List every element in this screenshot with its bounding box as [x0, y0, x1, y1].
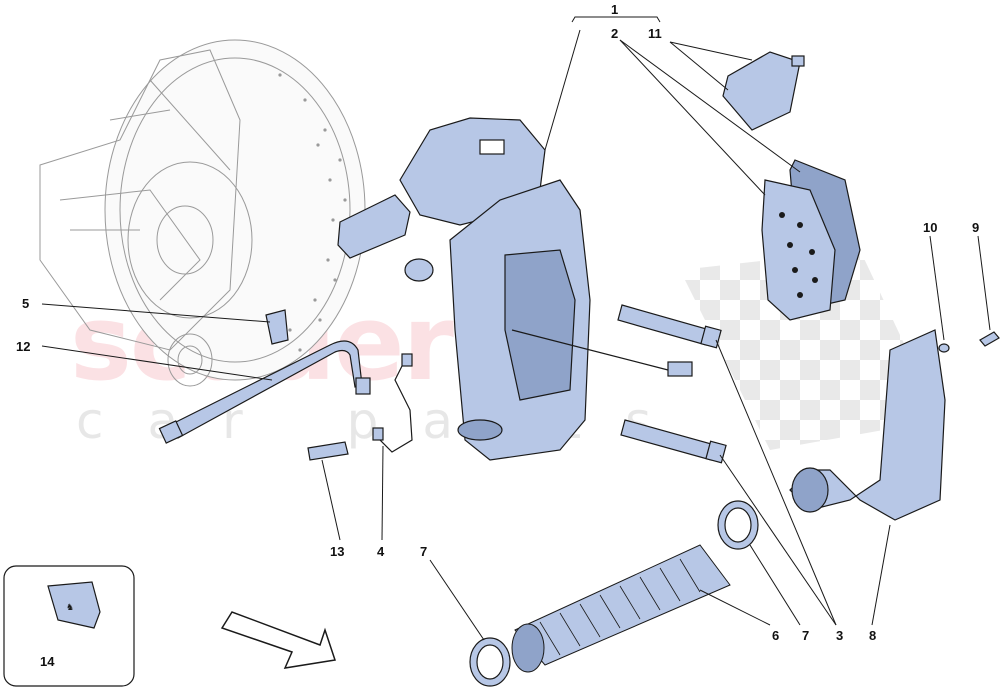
callout-11: 11: [648, 26, 662, 41]
hose-clip: [307, 441, 349, 461]
callout-13: 13: [330, 544, 344, 559]
callout-12: 12: [16, 339, 30, 354]
brake-cooling-duct: [789, 329, 946, 521]
callout-7-left: 7: [420, 544, 427, 559]
direction-arrow: [220, 611, 336, 669]
brake-pipe: [372, 353, 413, 453]
sensor-bracket: [265, 309, 289, 345]
callout-2: 2: [611, 26, 618, 41]
checkered-flag-watermark: [680, 250, 940, 450]
brake-disc-hub-wireframe: [39, 39, 366, 387]
brake-caliper: [337, 117, 693, 461]
brake-pads: [761, 159, 861, 321]
brake-hose: [158, 340, 371, 444]
inset-box: ♞: [3, 565, 135, 687]
callout-4: 4: [377, 544, 385, 559]
callout-5: 5: [22, 296, 29, 311]
callout-8: 8: [869, 628, 876, 643]
callout-7-right: 7: [802, 628, 809, 643]
callout-3: 3: [836, 628, 843, 643]
caliper-bolts: [617, 304, 727, 464]
washer-and-screw: [938, 331, 1000, 353]
callout-6: 6: [772, 628, 779, 643]
callout-10: 10: [923, 220, 937, 235]
leader-lines: [41, 16, 991, 651]
callout-14: 14: [40, 654, 55, 669]
callout-1: 1: [611, 2, 618, 17]
hose-clamps: [469, 500, 759, 687]
pad-retaining-spring: [722, 51, 805, 131]
cooling-bellows-hose: [511, 544, 731, 673]
svg-text:♞: ♞: [66, 603, 74, 613]
callout-9: 9: [972, 220, 979, 235]
